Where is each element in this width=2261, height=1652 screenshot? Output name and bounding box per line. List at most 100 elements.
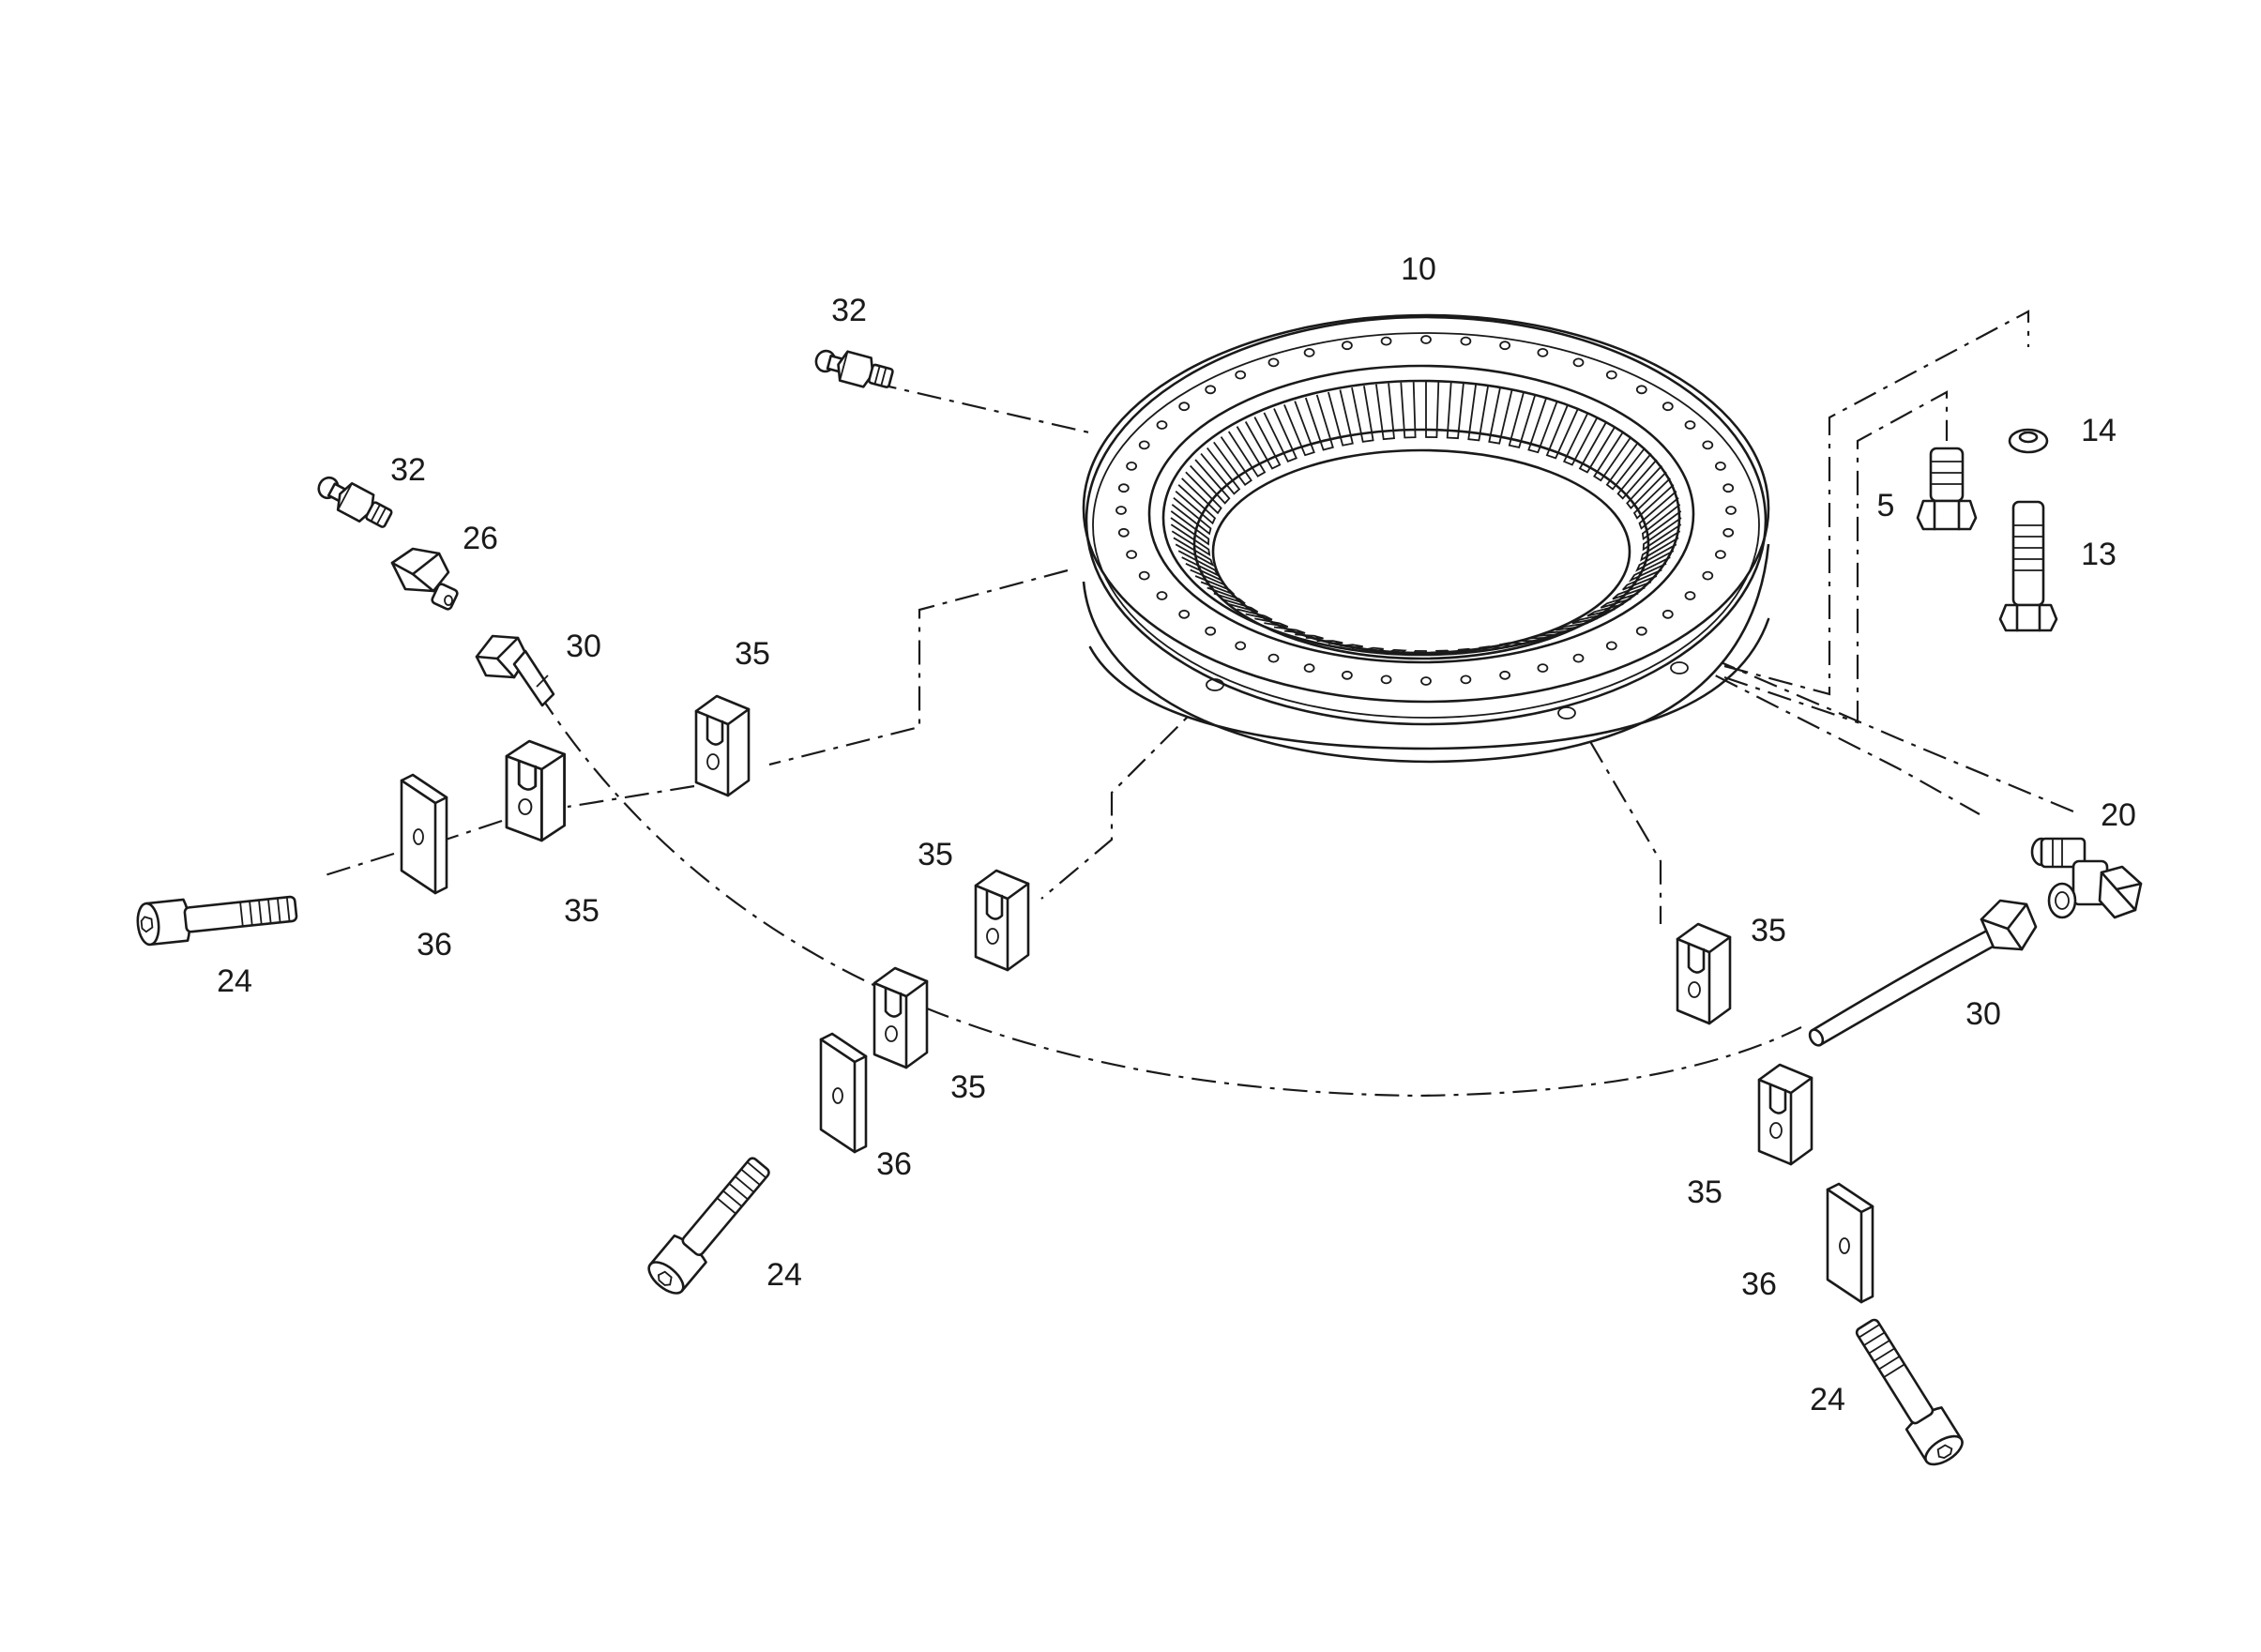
gear-tooth <box>1538 629 1569 637</box>
gear-tooth <box>1273 626 1306 634</box>
gear-tooth <box>1363 646 1384 653</box>
callout-block-mid-left: 35 <box>564 893 599 929</box>
bolt-hole <box>1267 357 1280 368</box>
bolt-hole <box>1537 347 1549 357</box>
gear-tooth <box>1518 637 1547 642</box>
bolt-hole <box>1725 506 1737 515</box>
bolt-hole <box>1178 402 1191 412</box>
bolt-hole <box>1420 676 1432 686</box>
callout-cap-screw-lower-center: 24 <box>766 1257 802 1293</box>
cap-screw-left[interactable] <box>134 887 299 947</box>
bolt-hole <box>1117 527 1130 538</box>
bolt-hole <box>1115 506 1127 515</box>
callout-grease-nipple-top: 32 <box>831 293 867 328</box>
gear-tooth <box>1412 649 1427 655</box>
gear-tooth <box>1177 550 1221 578</box>
bolt-hole <box>1684 591 1696 600</box>
plate-lower-right[interactable] <box>1826 1182 1874 1304</box>
bolt-hole <box>1138 440 1150 450</box>
gear-tooth <box>1221 598 1259 614</box>
gear-tooth <box>1578 421 1616 474</box>
gear-tooth <box>1508 391 1537 448</box>
callout-cap-screw-left: 24 <box>217 963 252 999</box>
adapter-nut[interactable] <box>390 547 459 611</box>
callout-hex-bolt-short: 5 <box>1877 488 1895 523</box>
bolt-hole <box>1156 591 1168 600</box>
hex-bolt-long[interactable] <box>1998 500 2058 632</box>
block-mid-left[interactable] <box>505 739 567 842</box>
bolt-hole <box>1605 641 1617 651</box>
gear-tooth <box>1600 592 1639 609</box>
bolt-hole <box>1662 402 1674 412</box>
cap-screw-lower-center[interactable] <box>642 1149 779 1300</box>
bolt-hole <box>1235 641 1247 651</box>
hex-bolt-short[interactable] <box>1916 447 1978 531</box>
grease-hose[interactable] <box>1807 899 2038 1048</box>
callout-washer: 14 <box>2081 413 2117 448</box>
gear-tooth <box>1626 464 1667 509</box>
gear-tooth <box>1593 431 1632 482</box>
block-lower-center[interactable] <box>873 966 929 1069</box>
gear-tooth <box>1628 556 1671 583</box>
bolt-hole <box>1460 336 1472 346</box>
callout-block-lower-center: 35 <box>950 1069 986 1105</box>
assembly-lines <box>318 310 2074 1098</box>
cap-screw-lower-right[interactable] <box>1846 1312 1968 1472</box>
bolt-hole <box>1420 335 1432 344</box>
bolt-hole <box>1156 420 1168 430</box>
plate-left[interactable] <box>400 773 448 895</box>
bolt-hole <box>1722 483 1735 493</box>
callout-tee-fitting: 20 <box>2101 797 2136 833</box>
gear-tooth <box>1175 484 1217 525</box>
gear-tooth <box>1640 530 1681 562</box>
block-lower-right[interactable] <box>1757 1063 1813 1166</box>
grease-nipple-top[interactable] <box>811 342 896 395</box>
gear-tooth <box>1351 386 1374 443</box>
gear-tooth <box>1527 397 1558 454</box>
callout-block-center: 35 <box>918 837 953 872</box>
block-upper-left[interactable] <box>694 694 751 797</box>
bolt-hole <box>1537 663 1549 673</box>
gear-tooth <box>1638 491 1679 530</box>
bolt-small[interactable] <box>475 634 555 707</box>
bolt-hole <box>1138 570 1150 581</box>
callout-block-lower-right: 35 <box>1687 1175 1722 1210</box>
bolt-hole <box>1380 336 1392 346</box>
gear-tooth <box>1190 459 1231 505</box>
block-center[interactable] <box>974 869 1030 972</box>
bolt-hole <box>1126 550 1137 559</box>
gear-tooth <box>1170 523 1211 556</box>
bolt-hole <box>1684 420 1696 430</box>
callout-block-upper-left: 35 <box>735 636 770 672</box>
block-right[interactable] <box>1676 922 1732 1025</box>
grease-nipple-left[interactable] <box>311 468 397 535</box>
bolt-hole <box>1722 527 1735 538</box>
gear-tooth <box>1632 477 1675 520</box>
bolt-hole <box>1342 670 1353 680</box>
bolt-hole <box>1635 385 1647 395</box>
gear-tooth <box>1227 426 1267 477</box>
callout-plate-lower-right: 36 <box>1741 1266 1777 1302</box>
tee-fitting[interactable] <box>2030 837 2143 919</box>
gear-tooth <box>1555 622 1588 631</box>
gear-tooth <box>1488 387 1513 445</box>
plate-lower-center[interactable] <box>819 1032 868 1154</box>
washer[interactable] <box>2008 428 2049 454</box>
callout-slewing-ring: 10 <box>1401 251 1436 287</box>
bolt-hole <box>1499 670 1510 680</box>
gear-tooth <box>1612 581 1652 600</box>
callout-plate-lower-center: 36 <box>876 1146 912 1182</box>
gear-tooth <box>1446 382 1464 440</box>
gear-tooth <box>1400 382 1417 439</box>
bolt-hole <box>1605 370 1617 380</box>
gear-tooth <box>1434 649 1452 655</box>
gear-tooth <box>1467 384 1489 442</box>
bolt-hole <box>1702 440 1714 450</box>
gear-tooth <box>1375 383 1395 441</box>
bolt-hole <box>1205 626 1217 636</box>
bolt-hole <box>1715 550 1726 559</box>
bolt-hole <box>1342 341 1353 351</box>
slewing-ring[interactable] <box>1082 313 1770 764</box>
